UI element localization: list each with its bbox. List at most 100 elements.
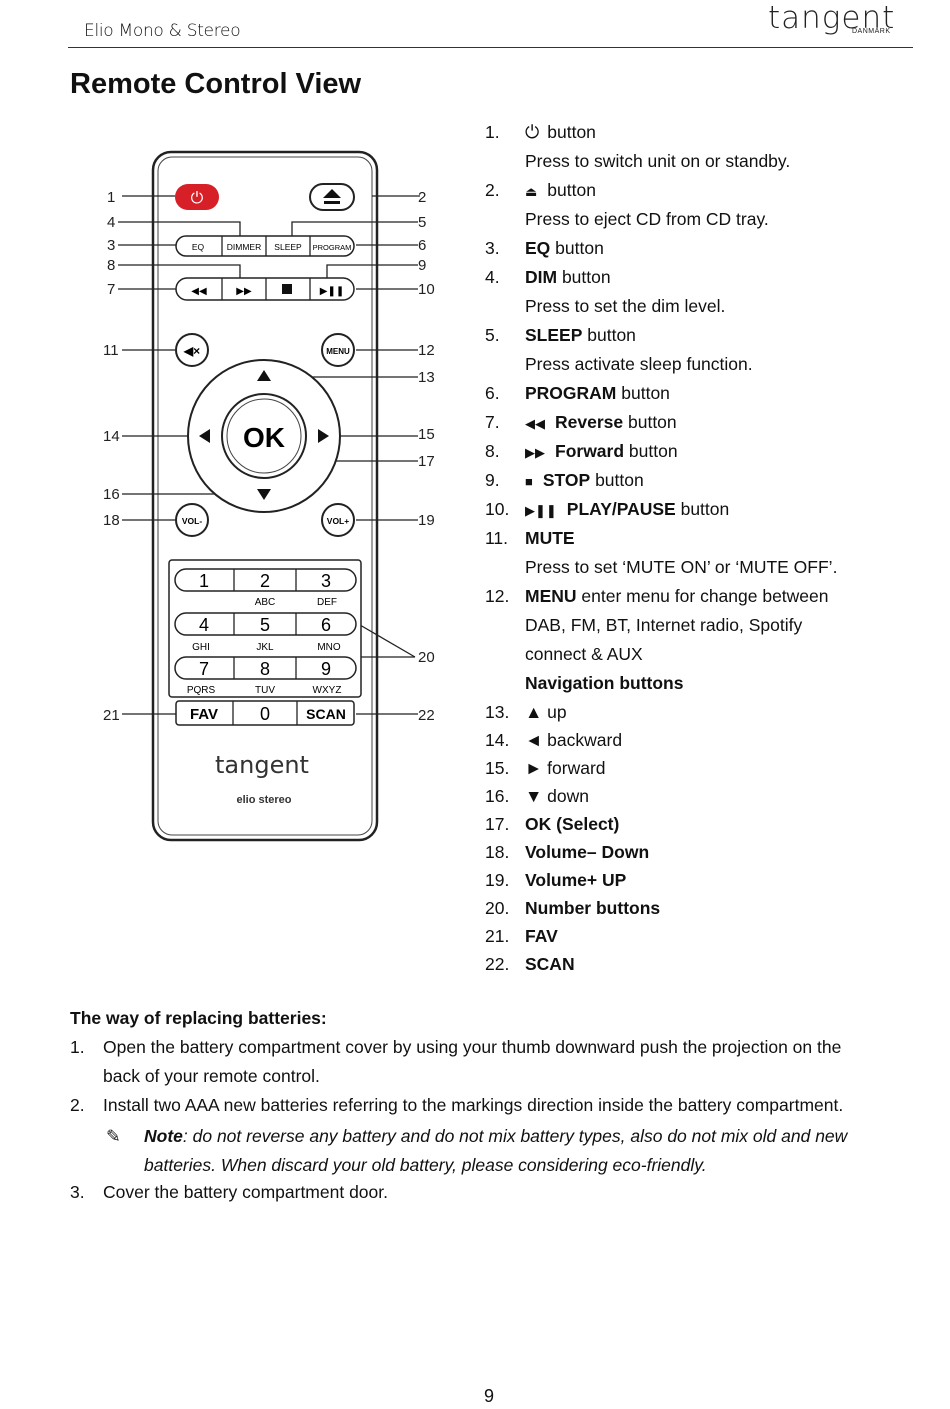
scan-key: SCAN [306,706,346,722]
list-item: 6. PROGRAM button [485,383,670,403]
menu-key [321,333,355,367]
stop-icon: ■ [525,474,533,489]
list-item: 18.Volume– Down [485,842,650,862]
svg-text:20: 20 [418,649,435,666]
svg-text:21: 21 [103,707,120,724]
svg-text:12: 12 [418,342,435,359]
brand-subtitle: DANMARK [852,28,891,35]
stop-key-icon [282,284,292,294]
fav-key: FAV [190,706,218,723]
list-item: 15.► forward [485,758,606,778]
svg-text:3: 3 [107,237,115,254]
key-6: 6 [321,615,331,635]
key-8: 8 [260,659,270,679]
svg-text:7: 7 [107,281,115,298]
eq-key: EQ [192,242,205,252]
power-key-icon: ⏻ [191,190,204,207]
svg-text:22: 22 [418,707,435,724]
remote-brand: tangent [215,751,309,779]
menu-key-label: MENU [326,347,350,356]
callout-lines [118,195,420,715]
page-title: Remote Control View [70,68,362,100]
svg-text:9: 9 [418,257,426,274]
vol-plus-key [321,503,355,537]
svg-text:4: 4 [107,214,115,231]
battery-section: The way of replacing batteries: 1.Open t… [70,1004,910,1207]
down-arrow-icon [257,489,271,500]
svg-text:GHI: GHI [192,642,210,653]
ok-key-label: OK [243,422,285,453]
forward-key-icon: ▶▶ [236,286,252,297]
power-key [175,184,219,210]
page-number: 9 [483,1386,494,1406]
list-item: 21.FAV [485,926,558,946]
svg-text:WXYZ: WXYZ [313,685,342,696]
ok-key [221,393,307,479]
callout-numbers: 1 2 3 4 5 6 7 8 9 10 11 12 13 14 15 16 1… [103,189,435,724]
svg-text:2: 2 [418,189,426,206]
remote-svg: ⏻ EQ DIMMER SLEEP PROGRAM ◀◀ ▶▶ ▶❚❚ ◀× M… [103,150,435,842]
key-3: 3 [321,571,331,591]
svg-text:MNO: MNO [317,642,341,653]
svg-text:VOL+: VOL+ [327,516,349,526]
svg-text:16: 16 [103,486,120,503]
mute-key-icon: ◀× [183,344,200,358]
program-key: PROGRAM [313,243,352,252]
list-item: 5. SLEEP button [485,325,636,345]
button-list: 1. ⏻button Press to switch unit on or st… [485,118,915,978]
svg-text:10: 10 [418,281,435,298]
remote-illustration: ⏻ EQ DIMMER SLEEP PROGRAM ◀◀ ▶▶ ▶❚❚ ◀× M… [95,140,455,855]
document-title: Elio Mono & Stereo [84,21,241,41]
key-0: 0 [260,704,270,724]
list-item: 1. ⏻button [485,118,915,147]
play-pause-key-icon: ▶❚❚ [320,286,344,297]
list-item: 11. MUTE [485,528,575,548]
svg-text:13: 13 [418,369,435,386]
list-item: 20.Number buttons [485,898,661,918]
list-item: 14.◄ backward [485,730,623,750]
list-item: 19.Volume+ UP [485,870,627,890]
power-icon: ⏻ [525,122,540,142]
list-item: 22.SCAN [485,954,575,974]
svg-text:5: 5 [418,214,426,231]
svg-text:19: 19 [418,512,435,529]
header-rule [68,47,913,48]
svg-text:PQRS: PQRS [187,685,216,696]
svg-text:JKL: JKL [256,642,274,653]
list-item: 13.▲ up [485,702,567,722]
list-item: 9. ■STOP button [485,466,915,495]
note-icon: ✎ [106,1126,121,1146]
svg-text:14: 14 [103,428,120,445]
list-item: 17.OK (Select) [485,814,620,834]
key-5: 5 [260,615,270,635]
svg-text:6: 6 [418,237,426,254]
left-arrow-icon [199,429,210,443]
svg-text:DEF: DEF [317,597,337,608]
mute-key [175,333,209,367]
key-4: 4 [199,615,209,635]
svg-text:8: 8 [107,257,115,274]
key-7: 7 [199,659,209,679]
right-arrow-icon [318,429,329,443]
remote-body-inner [157,156,373,836]
forward-icon: ▶▶ [525,445,545,460]
list-item: 10. ▶❚❚PLAY/PAUSE button [485,495,915,524]
number-rows [174,568,357,680]
dimmer-key: DIMMER [227,242,261,252]
svg-text:18: 18 [103,512,120,529]
svg-text:VOL-: VOL- [182,516,202,526]
eject-icon: ⏏ [525,184,538,199]
svg-text:15: 15 [418,426,435,443]
eject-key-icon [323,189,341,204]
svg-text:17: 17 [418,453,435,470]
list-item: 4. DIM button [485,267,611,287]
sleep-key: SLEEP [274,242,302,252]
brand-logo: tangent [768,0,896,36]
list-item: 16.▼ down [485,786,590,806]
key-2: 2 [260,571,270,591]
list-item: 3. EQ button [485,238,604,258]
list-item: 2. ⏏button [485,176,915,205]
list-item: 12. MENU enter menu for change between [485,586,829,606]
remote-model: elio stereo [236,794,291,806]
play-pause-icon: ▶❚❚ [525,503,557,518]
